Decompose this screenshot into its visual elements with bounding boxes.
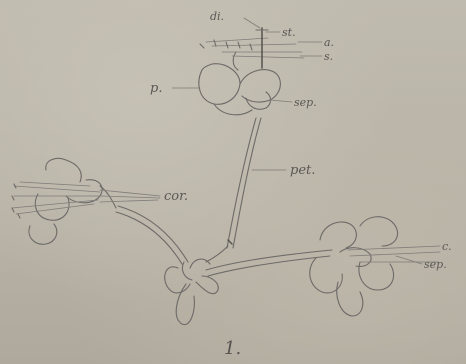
figure-number: 1. — [224, 338, 241, 359]
left-flower-petal-top — [46, 158, 81, 182]
label-a: a. — [324, 36, 334, 49]
top-flower-petal-left — [199, 64, 240, 105]
cor-leaders — [100, 190, 160, 202]
top-flower-petal-upper — [233, 52, 238, 70]
left-flower-petal-mid — [35, 194, 69, 220]
label-p: p. — [150, 81, 162, 96]
base-leaf-right — [196, 276, 218, 294]
central-stem — [206, 118, 261, 262]
label-sep-right: sep. — [424, 258, 447, 271]
top-flower-petal-right — [240, 70, 280, 102]
label-pet: pet. — [290, 163, 315, 178]
label-c: c. — [442, 240, 452, 253]
base-center — [182, 262, 192, 280]
stem-base-join — [206, 246, 228, 262]
right-flower-center — [340, 248, 371, 267]
left-branch-stem — [118, 206, 188, 262]
left-flower — [12, 158, 160, 244]
right-branch-stem-2 — [208, 256, 330, 276]
stem-line-right — [233, 118, 261, 248]
right-flower-petal-top-right — [360, 217, 398, 246]
top-flower-stamens — [206, 38, 304, 58]
right-branch-stem — [206, 250, 332, 270]
label-cor: cor. — [164, 189, 188, 204]
left-flower-petal-low — [29, 224, 57, 244]
right-flower-petal-bottom — [337, 282, 363, 316]
left-flower-stamens — [12, 182, 102, 214]
top-flower-petal-lower — [214, 104, 252, 115]
label-s: s. — [324, 50, 333, 63]
label-di: di. — [210, 10, 224, 23]
stem-line-left — [227, 118, 256, 248]
base-leaf-left — [165, 267, 190, 293]
label-st: st. — [282, 26, 296, 39]
right-flower-petal-top-left — [320, 222, 356, 248]
left-flower-anthers — [12, 184, 20, 218]
sep-top-leader — [270, 100, 292, 102]
base-leaf-top — [190, 259, 210, 268]
right-flower — [310, 217, 440, 316]
label-sep-top: sep. — [294, 96, 317, 109]
di-leader — [244, 18, 260, 28]
sep-right-leader — [396, 256, 422, 264]
